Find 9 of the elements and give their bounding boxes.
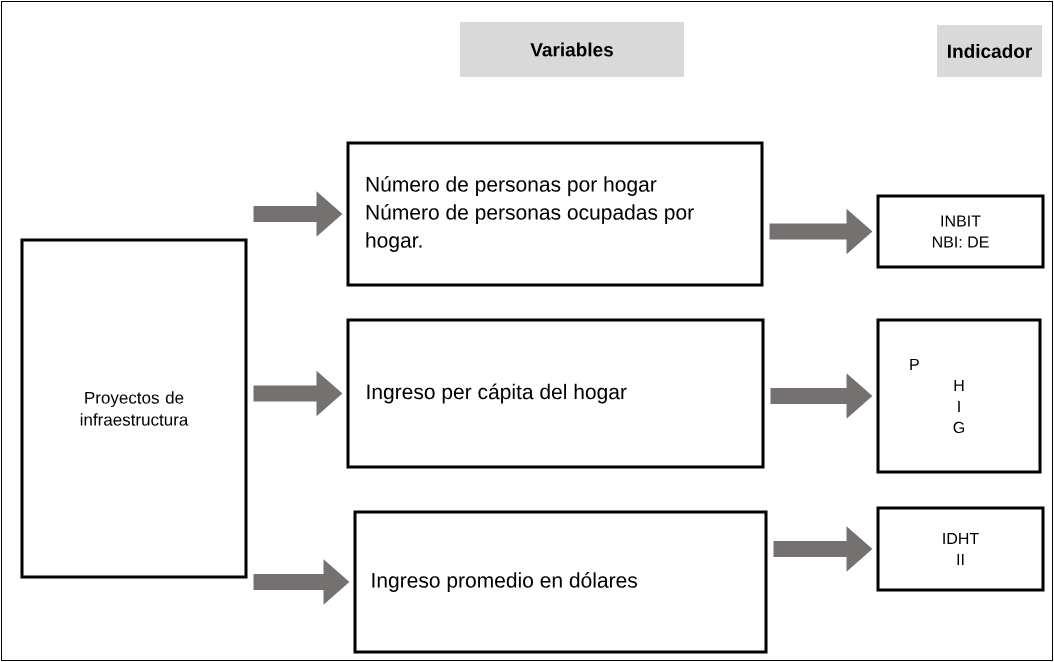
indicator-box: IDHT II [876, 506, 1045, 592]
project-box: Proyectos de infraestructura [20, 238, 248, 579]
header-band: Indicador [937, 25, 1042, 77]
indicator-box: INBIT NBI: DE [876, 194, 1045, 269]
indicator-box: P H I G [876, 318, 1042, 474]
variable-box: Número de personas por hogar Número de personas ocupadas por hogar. [346, 141, 764, 287]
header-band: Variables [460, 22, 684, 77]
variable-box: Ingreso promedio en dólares [353, 510, 768, 654]
variable-box: Ingreso per cápita del hogar [346, 318, 765, 469]
